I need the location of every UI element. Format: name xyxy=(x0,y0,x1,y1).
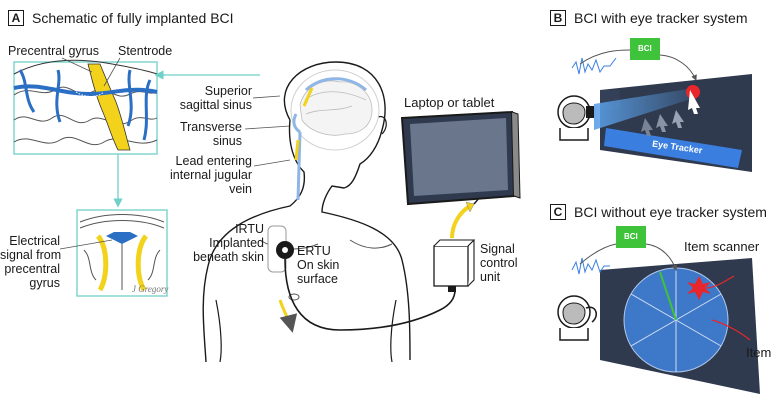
label-electrical-1: Electrical xyxy=(9,234,60,248)
bci-tag-c: BCI xyxy=(624,232,638,241)
signal-arrow-down xyxy=(278,299,298,333)
label-ertu-2: On skin xyxy=(297,258,340,272)
leader-lines xyxy=(59,57,291,250)
signal-arrow-head xyxy=(465,201,475,213)
bci-tag-b: BCI xyxy=(638,44,652,53)
label-lead-2: internal jugular xyxy=(170,168,252,182)
label-electrical-4: gyrus xyxy=(29,276,60,290)
label-electrical-3: precentral xyxy=(4,262,60,276)
label-lead-1: Lead entering xyxy=(175,154,252,168)
label-superior-2: sagittal sinus xyxy=(179,98,252,112)
panel-c-figure xyxy=(557,226,760,394)
patient-silhouette xyxy=(202,61,411,363)
panel-c-title: BCI without eye tracker system xyxy=(574,204,767,220)
label-electrical-2: signal from xyxy=(0,248,62,262)
tablet-device xyxy=(400,110,521,206)
label-lead-3: vein xyxy=(229,182,252,196)
panel-a-letter: A xyxy=(8,10,24,26)
artist-signature: J Gregory xyxy=(132,284,169,294)
label-superior-1: Superior xyxy=(204,84,252,98)
panel-a-title: Schematic of fully implanted BCI xyxy=(32,10,234,26)
label-item: Item xyxy=(746,345,772,360)
label-laptop: Laptop or tablet xyxy=(404,95,495,110)
label-signal-1: Signal xyxy=(480,242,515,256)
signal-arrow-up xyxy=(450,204,472,239)
label-signal-3: unit xyxy=(480,270,501,284)
label-ertu-3: surface xyxy=(297,272,338,286)
label-irtu-2: Implanted xyxy=(209,236,264,250)
label-item-scanner: Item scanner xyxy=(684,239,760,254)
label-transverse-2: sinus xyxy=(212,134,242,148)
panel-b-figure xyxy=(557,38,752,172)
label-precentral-gyrus: Precentral gyrus xyxy=(8,44,100,58)
signal-control-unit xyxy=(433,239,476,292)
label-irtu-1: IRTU xyxy=(235,222,264,236)
label-signal-2: control xyxy=(480,256,518,270)
panel-c-letter: C xyxy=(550,204,566,220)
label-ertu-1: ERTU xyxy=(297,244,331,258)
label-irtu-3: beneath skin xyxy=(193,250,264,264)
cross-section-inset xyxy=(76,209,168,297)
cable xyxy=(284,258,456,331)
ertu-device xyxy=(276,241,294,259)
cortex-inset xyxy=(13,59,158,155)
label-transverse-1: Transverse xyxy=(179,120,242,134)
label-stentrode: Stentrode xyxy=(118,44,173,58)
panel-b-letter: B xyxy=(550,10,566,26)
panel-b-title: BCI with eye tracker system xyxy=(574,10,748,26)
